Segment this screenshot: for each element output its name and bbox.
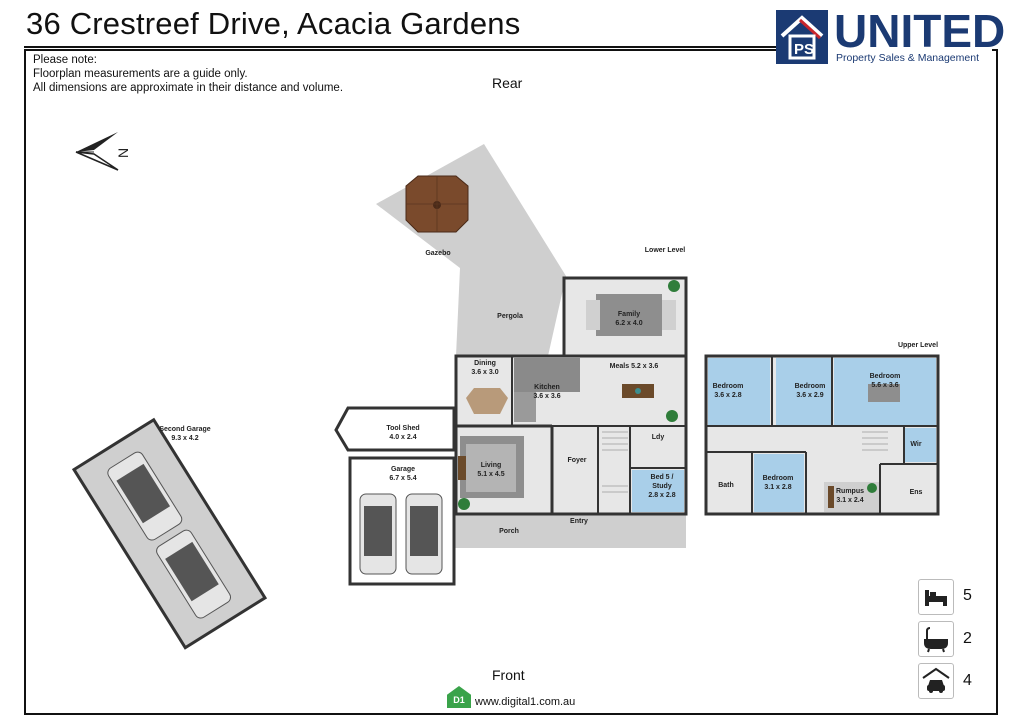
brand-tagline: Property Sales & Management bbox=[836, 52, 979, 64]
brand-name: UNITED bbox=[834, 5, 1006, 57]
bed-icon bbox=[918, 579, 954, 615]
tool-shed bbox=[334, 406, 456, 452]
bed5-room bbox=[632, 470, 684, 512]
meals-label: Meals 5.2 x 3.6 bbox=[609, 363, 659, 370]
lower-level-label: Lower Level bbox=[644, 247, 686, 254]
gazebo-label: Gazebo bbox=[425, 250, 451, 257]
upper-level-label: Upper Level bbox=[897, 342, 939, 349]
north-letter: N bbox=[115, 148, 131, 158]
car-icon bbox=[918, 663, 954, 699]
ldy-label: Ldy bbox=[651, 434, 665, 441]
disclaimer-note: Please note: Floorplan measurements are … bbox=[33, 53, 343, 95]
second-garage bbox=[71, 417, 268, 650]
note-line-2: Floorplan measurements are a guide only. bbox=[33, 68, 248, 80]
porch-area bbox=[454, 512, 686, 548]
bathroom-count: 2 bbox=[963, 630, 972, 647]
rear-label: Rear bbox=[492, 75, 523, 91]
porch-label: Porch bbox=[499, 528, 519, 535]
north-arrow-icon: N bbox=[75, 132, 131, 171]
wir-label: Wir bbox=[910, 441, 922, 448]
bedroom-d bbox=[754, 454, 804, 512]
car-count: 4 bbox=[963, 672, 972, 689]
kitchen-bench bbox=[514, 358, 580, 392]
wir-room bbox=[904, 428, 936, 462]
note-line-1: Please note: bbox=[33, 54, 97, 66]
title-divider bbox=[24, 46, 776, 48]
brand-logo: PS UNITED Property Sales & Management bbox=[776, 5, 1005, 66]
bath-icon bbox=[918, 621, 954, 657]
house-logo-icon: PS bbox=[776, 10, 828, 64]
bedroom-b bbox=[776, 358, 832, 426]
bedroom-a bbox=[708, 358, 770, 426]
digital1-logo-icon: D1 bbox=[447, 686, 471, 708]
page-title: 36 Crestreef Drive, Acacia Gardens bbox=[26, 6, 521, 41]
footer-url[interactable]: www.digital1.com.au bbox=[475, 696, 576, 708]
ens-label: Ens bbox=[909, 489, 923, 496]
bedroom-count: 5 bbox=[963, 587, 972, 604]
note-line-3: All dimensions are approximate in their … bbox=[33, 82, 344, 94]
foyer-label: Foyer bbox=[567, 457, 587, 464]
front-label: Front bbox=[492, 667, 525, 683]
svg-text:PS: PS bbox=[794, 41, 814, 58]
entry-label: Entry bbox=[570, 518, 588, 525]
pergola-area bbox=[376, 144, 566, 356]
pergola-label: Pergola bbox=[497, 313, 523, 320]
bath-label: Bath bbox=[718, 482, 734, 489]
floorplan-frame bbox=[24, 49, 998, 715]
